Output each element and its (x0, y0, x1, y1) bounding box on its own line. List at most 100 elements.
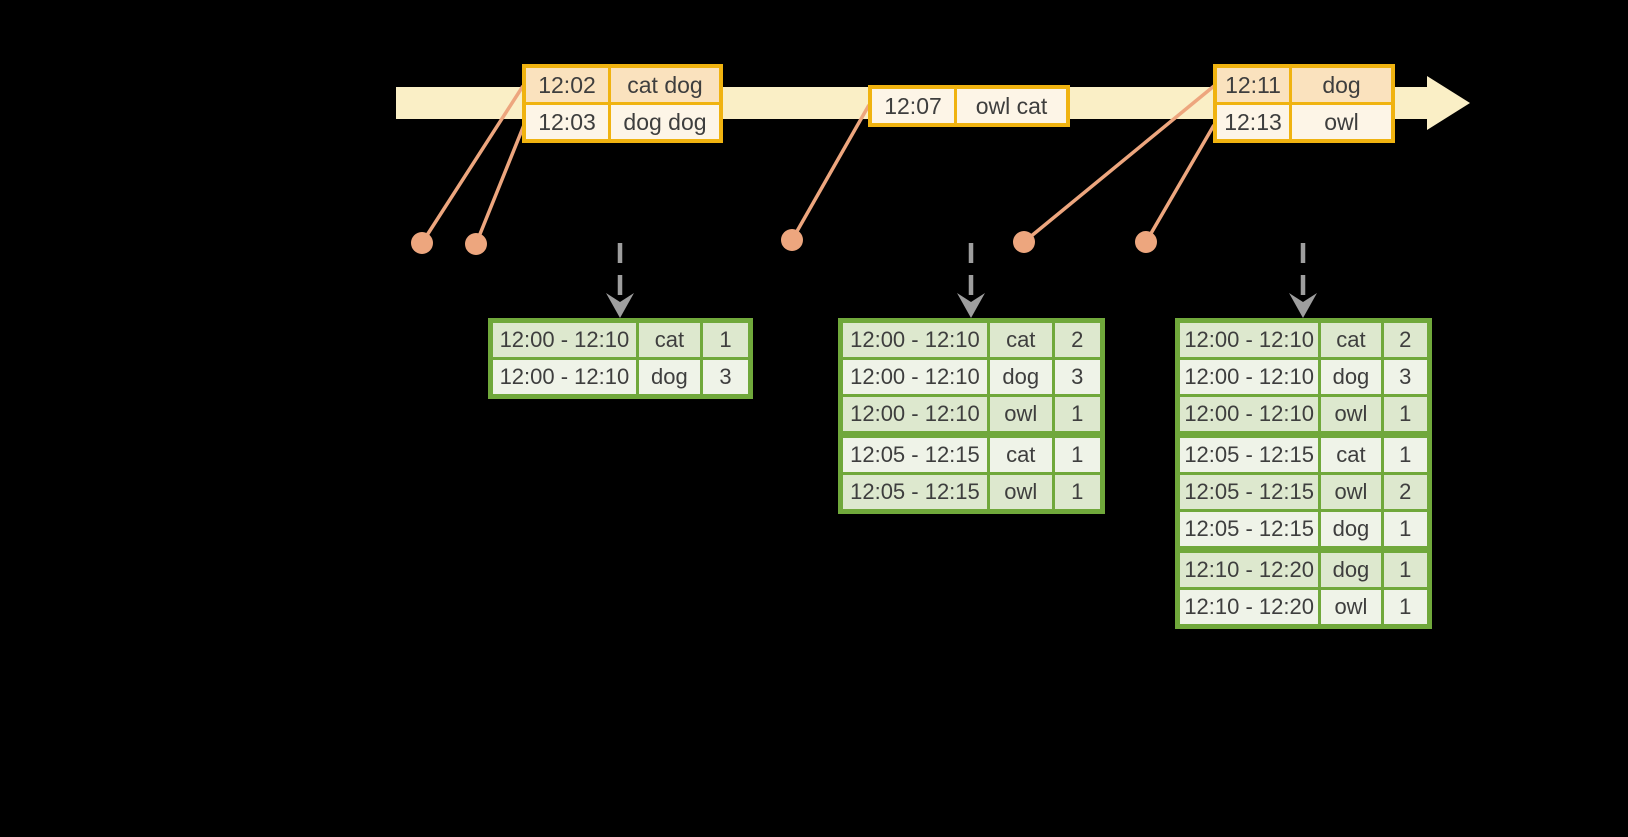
window-cell: 12:00 - 12:10 (843, 397, 987, 431)
count-cell: 1 (1383, 553, 1427, 587)
word-cell: cat (638, 323, 700, 357)
window-cell: 12:00 - 12:10 (493, 323, 636, 357)
window-cell: 12:00 - 12:10 (493, 360, 636, 394)
event-dot-icon (465, 233, 487, 255)
event-connectors (411, 84, 1216, 255)
event-words-cell: cat dog (611, 68, 719, 102)
word-cell: dog (1321, 512, 1381, 546)
count-cell: 1 (1383, 397, 1427, 431)
window-cell: 12:10 - 12:20 (1180, 590, 1319, 624)
trigger-arrows (606, 243, 1317, 318)
count-cell: 1 (1054, 475, 1100, 509)
count-cell: 1 (1383, 590, 1427, 624)
event-time-cell: 12:11 (1217, 68, 1289, 102)
window-cell: 12:00 - 12:10 (1180, 360, 1319, 394)
count-cell: 2 (1054, 323, 1100, 357)
window-cell: 12:10 - 12:20 (1180, 553, 1319, 587)
count-cell: 2 (1383, 475, 1427, 509)
count-cell: 1 (1383, 512, 1427, 546)
event-connector-line (1022, 84, 1216, 244)
event-dot-icon (1013, 231, 1035, 253)
word-cell: dog (989, 360, 1052, 394)
timeline-arrowhead-icon (1427, 76, 1470, 130)
event-time-cell: 12:02 (526, 68, 608, 102)
word-cell: cat (989, 438, 1052, 472)
window-cell: 12:05 - 12:15 (843, 438, 987, 472)
window-cell: 12:00 - 12:10 (1180, 323, 1319, 357)
trigger-arrowhead-icon (1289, 293, 1317, 318)
word-cell: owl (1321, 590, 1381, 624)
window-cell: 12:05 - 12:15 (1180, 475, 1319, 509)
event-words-cell: owl cat (957, 89, 1066, 123)
event-connector-line (474, 124, 526, 245)
count-cell: 3 (702, 360, 748, 394)
window-cell: 12:00 - 12:10 (843, 323, 987, 357)
word-cell: owl (1321, 397, 1381, 431)
event-connector-line (420, 85, 525, 244)
word-cell: owl (1321, 475, 1381, 509)
word-cell: owl (989, 397, 1052, 431)
window-cell: 12:05 - 12:15 (1180, 438, 1319, 472)
trigger-arrowhead-icon (957, 293, 985, 318)
trigger-arrowhead-icon (606, 293, 634, 318)
word-cell: cat (1321, 438, 1381, 472)
word-cell: cat (1321, 323, 1381, 357)
event-time-cell: 12:07 (872, 89, 954, 123)
window-cell: 12:00 - 12:10 (843, 360, 987, 394)
word-cell: dog (1321, 553, 1381, 587)
count-cell: 1 (1054, 397, 1100, 431)
word-cell: dog (638, 360, 700, 394)
event-words-cell: dog (1292, 68, 1391, 102)
event-words-cell: dog dog (611, 105, 719, 139)
event-dot-icon (1135, 231, 1157, 253)
window-cell: 12:00 - 12:10 (1180, 397, 1319, 431)
window-cell: 12:05 - 12:15 (1180, 512, 1319, 546)
word-cell: owl (989, 475, 1052, 509)
event-words-cell: owl (1292, 105, 1391, 139)
count-cell: 1 (1054, 438, 1100, 472)
event-time-cell: 12:03 (526, 105, 608, 139)
event-time-cell: 12:13 (1217, 105, 1289, 139)
count-cell: 3 (1054, 360, 1100, 394)
count-cell: 1 (1383, 438, 1427, 472)
event-connector-line (790, 104, 871, 241)
event-dot-icon (411, 232, 433, 254)
event-connector-line (1144, 124, 1216, 243)
event-dot-icon (781, 229, 803, 251)
count-cell: 2 (1383, 323, 1427, 357)
count-cell: 3 (1383, 360, 1427, 394)
word-cell: cat (989, 323, 1052, 357)
word-cell: dog (1321, 360, 1381, 394)
